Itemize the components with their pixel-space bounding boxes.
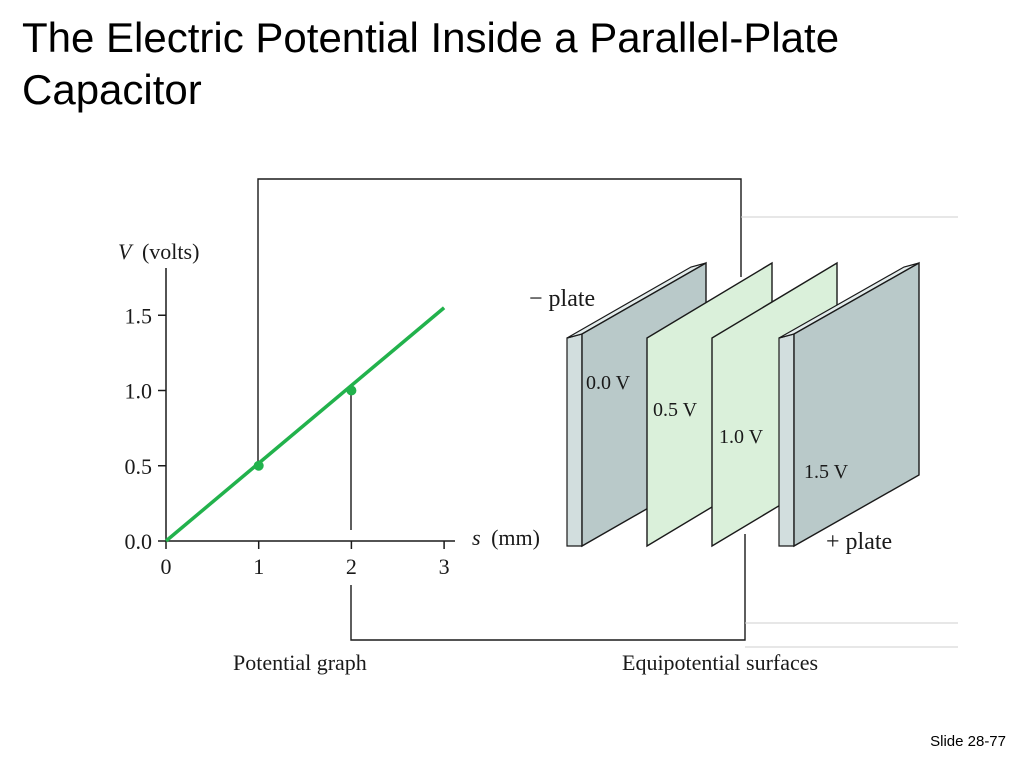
y-axis-title: V (volts) [118,239,199,264]
y-ticks: 0.0 0.5 1.0 1.5 [125,303,166,554]
y-tick-label: 1.0 [125,379,153,404]
slide-number: Slide 28-77 [930,733,1006,750]
y-tick-label: 1.5 [125,303,153,328]
x-tick-label: 2 [346,554,357,579]
minus-plate-label: − plate [529,286,595,312]
x-axis-unit: (mm) [491,525,540,550]
x-axis-variable: s [472,525,481,550]
background-rules [741,216,958,648]
plate-3: 1.5 V [778,261,920,548]
plate-face [793,261,920,548]
y-tick-label: 0.5 [125,454,153,479]
x-ticks: 0 1 2 3 [161,541,450,579]
plate-edge-side [778,333,795,547]
plate-edge-side [566,333,583,547]
slide-title: The Electric Potential Inside a Parallel… [22,14,840,113]
y-axis-variable: V [118,239,134,264]
plate-voltage-label: 1.5 V [804,461,849,483]
caption-equipotential-surfaces: Equipotential surfaces [622,650,818,675]
plate-voltage-label: 0.0 V [586,372,631,394]
data-point [253,460,264,471]
connector-bottom [350,534,746,641]
y-tick-label: 0.0 [125,529,153,554]
x-tick-label: 3 [439,554,450,579]
connector-top [257,178,742,462]
graph-axes [165,268,455,542]
potential-line [164,306,446,543]
plate-voltage-label: 0.5 V [653,399,698,421]
data-point [346,385,357,396]
capacitor-plates: 0.0 V 0.5 V 1.0 V 1.5 V [566,261,920,548]
x-tick-label: 1 [253,554,264,579]
x-tick-label: 0 [161,554,172,579]
y-axis-unit: (volts) [142,239,199,264]
x-axis-title: s (mm) [472,525,540,550]
plus-plate-label: + plate [826,529,892,555]
plate-voltage-label: 1.0 V [719,426,764,448]
caption-potential-graph: Potential graph [233,650,367,675]
potential-series [164,306,446,543]
connector-lines [257,178,746,641]
